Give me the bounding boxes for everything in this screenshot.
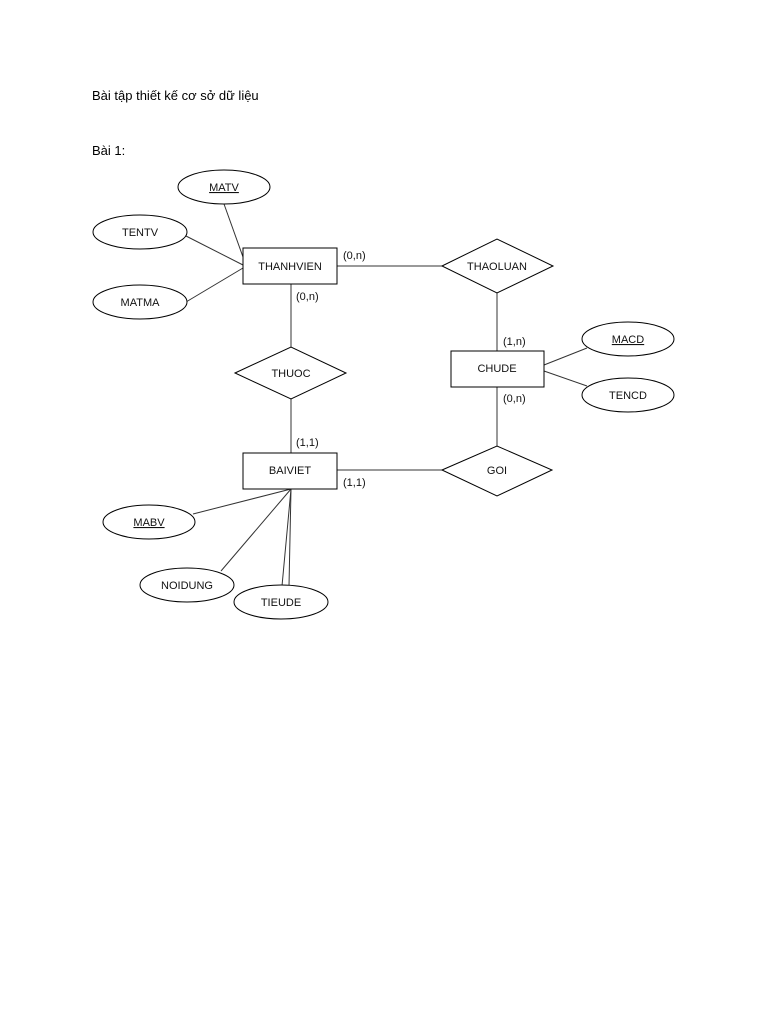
attribute-macd: MACD bbox=[581, 321, 675, 357]
relationship-thaoluan-label: THAOLUAN bbox=[467, 261, 527, 273]
cardinality-chude-goi: (0,n) bbox=[503, 393, 526, 405]
attribute-matv-label: MATV bbox=[209, 182, 239, 194]
attribute-matv: MATV bbox=[177, 169, 271, 205]
attribute-mabv: MABV bbox=[102, 504, 196, 540]
cardinality-labels: (0,n) (0,n) (1,n) (0,n) (1,1) (1,1) bbox=[296, 250, 526, 489]
entity-baiviet-label: BAIVIET bbox=[269, 465, 311, 477]
entity-thanhvien-label: THANHVIEN bbox=[258, 261, 322, 273]
attribute-noidung: NOIDUNG bbox=[139, 567, 235, 603]
entity-chude-label: CHUDE bbox=[477, 363, 516, 375]
edge-baiviet-tieude bbox=[281, 488, 292, 587]
attribute-tieude: TIEUDE bbox=[233, 584, 329, 620]
cardinality-thanhvien-thaoluan: (0,n) bbox=[343, 250, 366, 262]
edge-chude-macd bbox=[543, 347, 588, 366]
edge-matma-thanhvien bbox=[185, 267, 244, 303]
attribute-matma-label: MATMA bbox=[121, 297, 161, 309]
relationship-goi: GOI bbox=[440, 445, 554, 497]
relationship-thuoc: THUOC bbox=[233, 346, 348, 400]
edge-baiviet-mabv bbox=[192, 488, 292, 515]
edges bbox=[185, 203, 588, 587]
attribute-tencd: TENCD bbox=[581, 377, 675, 413]
edge-baiviet-noidung bbox=[220, 488, 292, 572]
document-title: Bài tập thiết kế cơ sở dữ liệu bbox=[92, 88, 259, 103]
relationship-goi-label: GOI bbox=[487, 465, 507, 477]
attribute-noidung-label: NOIDUNG bbox=[161, 580, 213, 592]
attribute-tentv-label: TENTV bbox=[122, 227, 159, 239]
relationship-thaoluan: THAOLUAN bbox=[440, 238, 555, 294]
cardinality-baiviet-thuoc: (1,1) bbox=[296, 437, 319, 449]
attribute-mabv-label: MABV bbox=[133, 517, 165, 529]
cardinality-chude-thaoluan: (1,n) bbox=[503, 336, 526, 348]
attribute-matma: MATMA bbox=[92, 284, 188, 320]
relationship-thuoc-label: THUOC bbox=[271, 368, 310, 380]
attribute-tencd-label: TENCD bbox=[609, 390, 647, 402]
cardinality-thanhvien-thuoc: (0,n) bbox=[296, 291, 319, 303]
edge-tentv-thanhvien bbox=[185, 235, 244, 266]
exercise-label: Bài 1: bbox=[92, 143, 126, 158]
attribute-tieude-label: TIEUDE bbox=[261, 597, 301, 609]
edge-chude-tencd bbox=[543, 370, 588, 387]
entity-thanhvien: THANHVIEN bbox=[242, 247, 338, 285]
entity-chude: CHUDE bbox=[450, 350, 545, 388]
attribute-tentv: TENTV bbox=[92, 214, 188, 250]
edge-matv-thanhvien bbox=[223, 203, 244, 258]
cardinality-baiviet-goi: (1,1) bbox=[343, 477, 366, 489]
edge-baiviet-tieude-2 bbox=[288, 488, 292, 587]
attribute-macd-label: MACD bbox=[612, 334, 644, 346]
entity-baiviet: BAIVIET bbox=[242, 452, 338, 490]
